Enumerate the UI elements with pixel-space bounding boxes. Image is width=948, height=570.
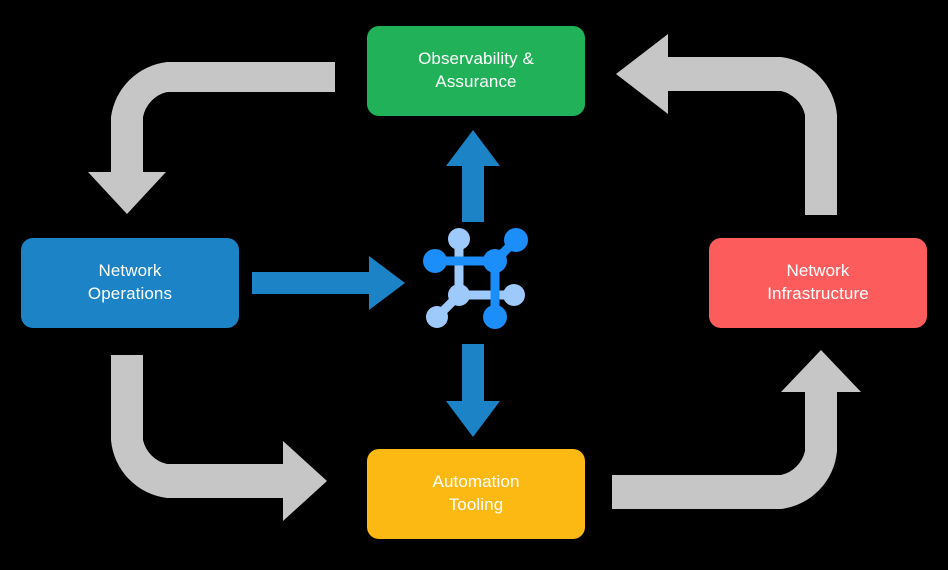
gray-arrow-network-operations-to-automation-tooling <box>111 355 327 521</box>
blue-arrow-center-to-automation-tooling <box>446 344 500 437</box>
node-automation-tooling[interactable]: Automation Tooling <box>367 449 585 539</box>
topology-nodes-light <box>426 228 525 328</box>
blue-arrow-center-to-observability <box>446 130 500 222</box>
node-network-infrastructure[interactable]: Network Infrastructure <box>709 238 927 328</box>
node-network-operations-label: Network Operations <box>87 261 173 303</box>
node-observability-assurance-label: Observability & Assurance <box>418 49 534 91</box>
gray-arrow-automation-tooling-to-network-infrastructure <box>612 350 861 509</box>
network-topology-icon <box>418 218 538 338</box>
topology-nodes-dark <box>423 228 528 329</box>
node-observability-assurance[interactable]: Observability & Assurance <box>367 26 585 116</box>
gray-arrow-network-infrastructure-to-observability <box>616 34 837 215</box>
node-automation-tooling-label: Automation Tooling <box>432 472 520 514</box>
gray-arrow-observability-to-network-operations <box>88 62 335 214</box>
blue-arrow-network-operations-to-center <box>252 256 405 310</box>
node-network-operations[interactable]: Network Operations <box>21 238 239 328</box>
node-network-infrastructure-label: Network Infrastructure <box>767 261 869 303</box>
